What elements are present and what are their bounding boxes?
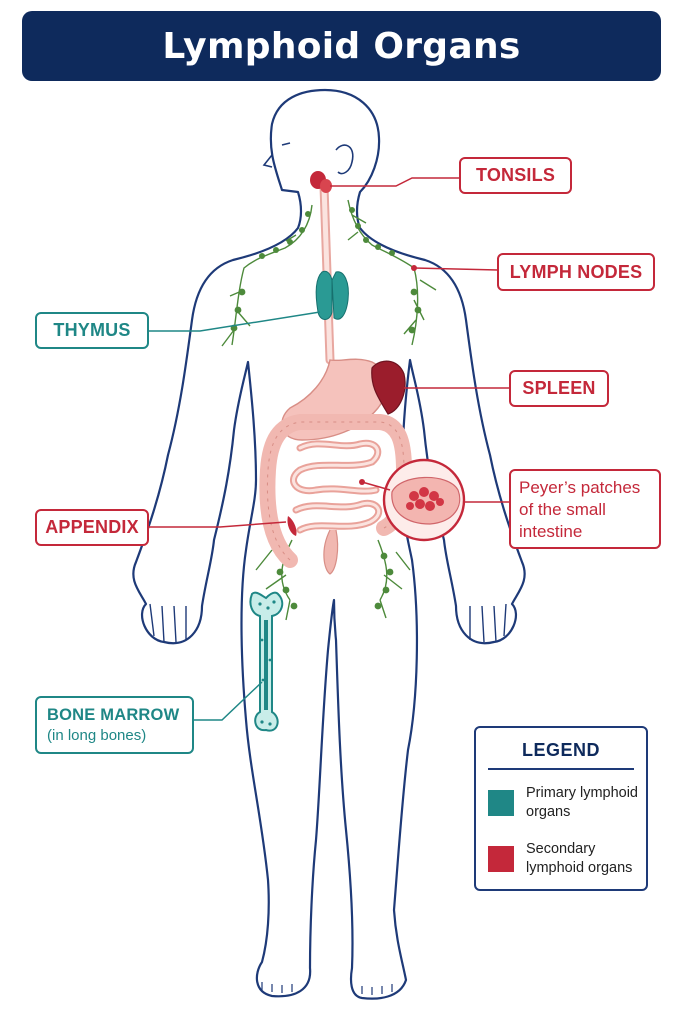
- ear: [335, 144, 354, 175]
- rectum: [323, 529, 339, 575]
- left-foot-toes: [261, 982, 293, 993]
- legend-label-primary: Primary lymphoid organs: [526, 785, 638, 820]
- label-peyers-patches: Peyer’s patches of the small intestine: [509, 469, 661, 549]
- legend-swatch-secondary: [488, 846, 514, 872]
- label-spleen: SPLEEN: [509, 370, 609, 407]
- right-hand-fingers: [469, 603, 507, 643]
- left-hand-fingers: [149, 603, 187, 643]
- label-thymus: THYMUS: [35, 312, 149, 349]
- peyers-zoom: [382, 458, 466, 542]
- label-appendix-text: APPENDIX: [45, 517, 139, 537]
- legend: LEGEND Primary lymphoid organs Secondary…: [474, 726, 648, 891]
- legend-label-secondary: Secondary lymphoid organs: [526, 841, 633, 876]
- title-bar: Lymphoid Organs: [22, 11, 661, 81]
- right-foot-toes: [361, 984, 393, 995]
- small-intestine: [290, 439, 383, 534]
- label-bone-marrow-text: BONE MARROW: [47, 706, 180, 724]
- legend-item-secondary: Secondary lymphoid organs: [488, 840, 640, 878]
- diagram-title: Lymphoid Organs: [162, 25, 521, 67]
- legend-rule: [488, 768, 634, 770]
- label-tonsils: TONSILS: [459, 157, 572, 194]
- esophagus-core: [321, 183, 333, 363]
- label-lymph-nodes-text: LYMPH NODES: [509, 261, 643, 282]
- thymus-organ: [315, 270, 349, 320]
- label-appendix: APPENDIX: [35, 509, 149, 546]
- body-outline: [132, 88, 526, 1000]
- label-bone-marrow: BONE MARROW (in long bones): [35, 696, 194, 754]
- connector-lines: [148, 177, 510, 721]
- label-lymph-nodes: LYMPH NODES: [497, 253, 655, 291]
- legend-item-primary: Primary lymphoid organs: [488, 784, 640, 822]
- long-bone: [249, 591, 284, 732]
- label-tonsils-text: TONSILS: [475, 165, 556, 185]
- nose: [262, 154, 273, 168]
- label-bone-marrow-subtext: (in long bones): [47, 727, 147, 744]
- appendix-organ: [287, 516, 297, 536]
- label-spleen-text: SPLEEN: [522, 378, 596, 398]
- tonsils-organ: [310, 171, 332, 193]
- legend-title: LEGEND: [521, 740, 600, 760]
- legend-swatch-primary: [488, 790, 514, 816]
- label-peyers-patches-text: Peyer’s patches of the small intestine: [519, 478, 641, 541]
- label-thymus-text: THYMUS: [53, 320, 131, 340]
- spleen-organ: [371, 360, 406, 415]
- eye: [281, 142, 291, 146]
